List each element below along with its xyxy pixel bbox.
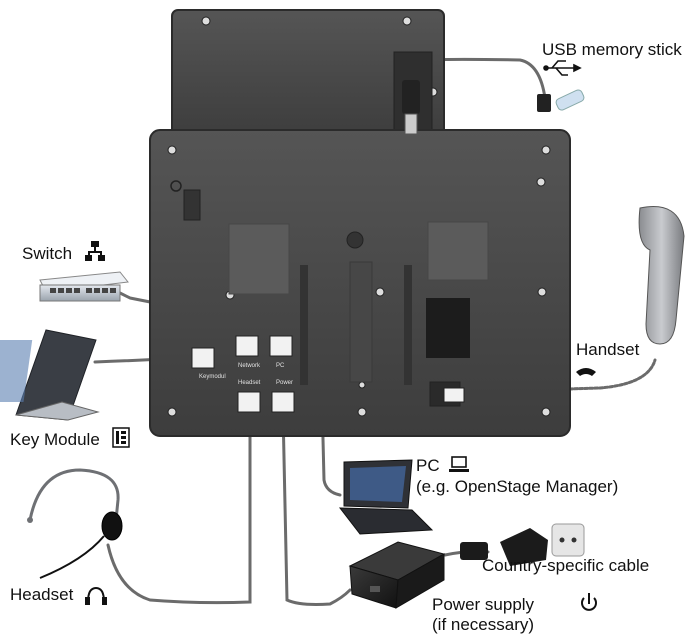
port-label-pc: PC — [276, 363, 285, 369]
network-icon — [85, 241, 105, 261]
label-power-note: (if necessary) — [432, 615, 535, 634]
power-cable — [281, 408, 352, 606]
power-icon — [581, 593, 597, 611]
phone-stand — [171, 9, 445, 139]
label-handset: Handset — [576, 340, 640, 359]
country-plug-device — [460, 523, 585, 566]
label-country-cable: Country-specific cable — [482, 556, 650, 575]
phone-body — [149, 129, 571, 437]
handset-icon — [576, 368, 596, 376]
port-label-headset: Headset — [238, 380, 261, 386]
usb-memory-stick — [537, 89, 585, 112]
power-supply-device — [348, 541, 446, 609]
computer-icon — [449, 456, 469, 472]
network-switch — [39, 271, 129, 302]
headset-icon — [85, 586, 107, 605]
label-switch: Switch — [22, 244, 73, 263]
port-label-power: Power — [276, 380, 293, 386]
port-labels: Keymodul Network PC Headset Power — [199, 363, 293, 386]
handset-device — [638, 206, 685, 345]
label-headset: Headset — [10, 585, 74, 604]
label-pc: PC — [416, 456, 440, 475]
headset-cable — [106, 408, 252, 605]
label-pc-note: (e.g. OpenStage Manager) — [416, 477, 619, 496]
label-key-module: Key Module — [10, 430, 100, 449]
headset-device — [27, 468, 123, 579]
label-usb-memory-stick: USB memory stick — [542, 40, 682, 59]
port-label-network: Network — [238, 363, 261, 369]
usb-plug — [402, 80, 420, 135]
key-module-icon — [112, 427, 130, 448]
laptop-device — [338, 459, 434, 535]
key-module-device — [0, 329, 100, 421]
label-power-supply: Power supply — [432, 595, 535, 614]
port-label-keymodul: Keymodul — [199, 374, 226, 380]
usb-icon — [543, 60, 582, 76]
